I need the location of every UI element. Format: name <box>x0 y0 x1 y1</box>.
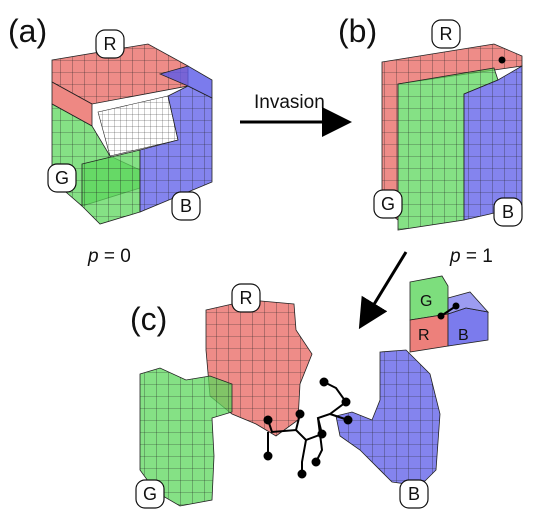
invasion-point-marker <box>498 56 506 64</box>
caption-a: p = 0 <box>87 246 131 267</box>
badge-c-blue: B <box>399 479 429 509</box>
cube-b <box>381 43 523 231</box>
svg-text:R: R <box>240 288 253 308</box>
svg-text:G: G <box>381 194 395 214</box>
legend-dot-1 <box>437 312 445 320</box>
percolation-chain <box>263 377 353 479</box>
cube-a <box>51 43 213 225</box>
cluster-blue <box>335 349 441 487</box>
panel-b-label: (b) <box>338 13 377 49</box>
legend-dot-2 <box>452 302 460 310</box>
arrow-b-to-c <box>358 251 408 330</box>
badge-b-blue: B <box>493 197 523 227</box>
panel-b: (b) R G B p = 1 <box>338 13 523 267</box>
badge-b-green: G <box>373 189 403 219</box>
panel-c: (c) R <box>130 283 441 509</box>
panel-a: (a) R G B p = 0 <box>8 13 213 267</box>
panel-c-label: (c) <box>130 301 167 337</box>
svg-text:B: B <box>180 196 192 216</box>
legend-label-blue: B <box>458 327 469 344</box>
legend-cube: G R B <box>409 275 490 353</box>
svg-text:R: R <box>104 34 117 54</box>
svg-text:B: B <box>408 484 420 504</box>
cube-a-blue-top <box>158 65 213 99</box>
legend-label-red: R <box>418 327 430 344</box>
svg-text:G: G <box>55 168 69 188</box>
badge-c-red: R <box>231 283 261 313</box>
svg-text:B: B <box>502 202 514 222</box>
badge-a-red: R <box>95 29 125 59</box>
panel-a-label: (a) <box>8 13 47 49</box>
badge-b-red: R <box>431 19 461 49</box>
legend-label-green: G <box>420 293 432 310</box>
svg-text:G: G <box>143 484 157 504</box>
cube-a-green-front <box>81 149 141 225</box>
caption-b: p = 1 <box>449 246 493 267</box>
invasion-label: Invasion <box>254 92 325 113</box>
badge-a-green: G <box>47 163 77 193</box>
invasion-arrow: Invasion <box>240 92 352 137</box>
badge-a-blue: B <box>171 191 201 221</box>
svg-text:R: R <box>440 24 453 44</box>
badge-c-green: G <box>135 479 165 509</box>
